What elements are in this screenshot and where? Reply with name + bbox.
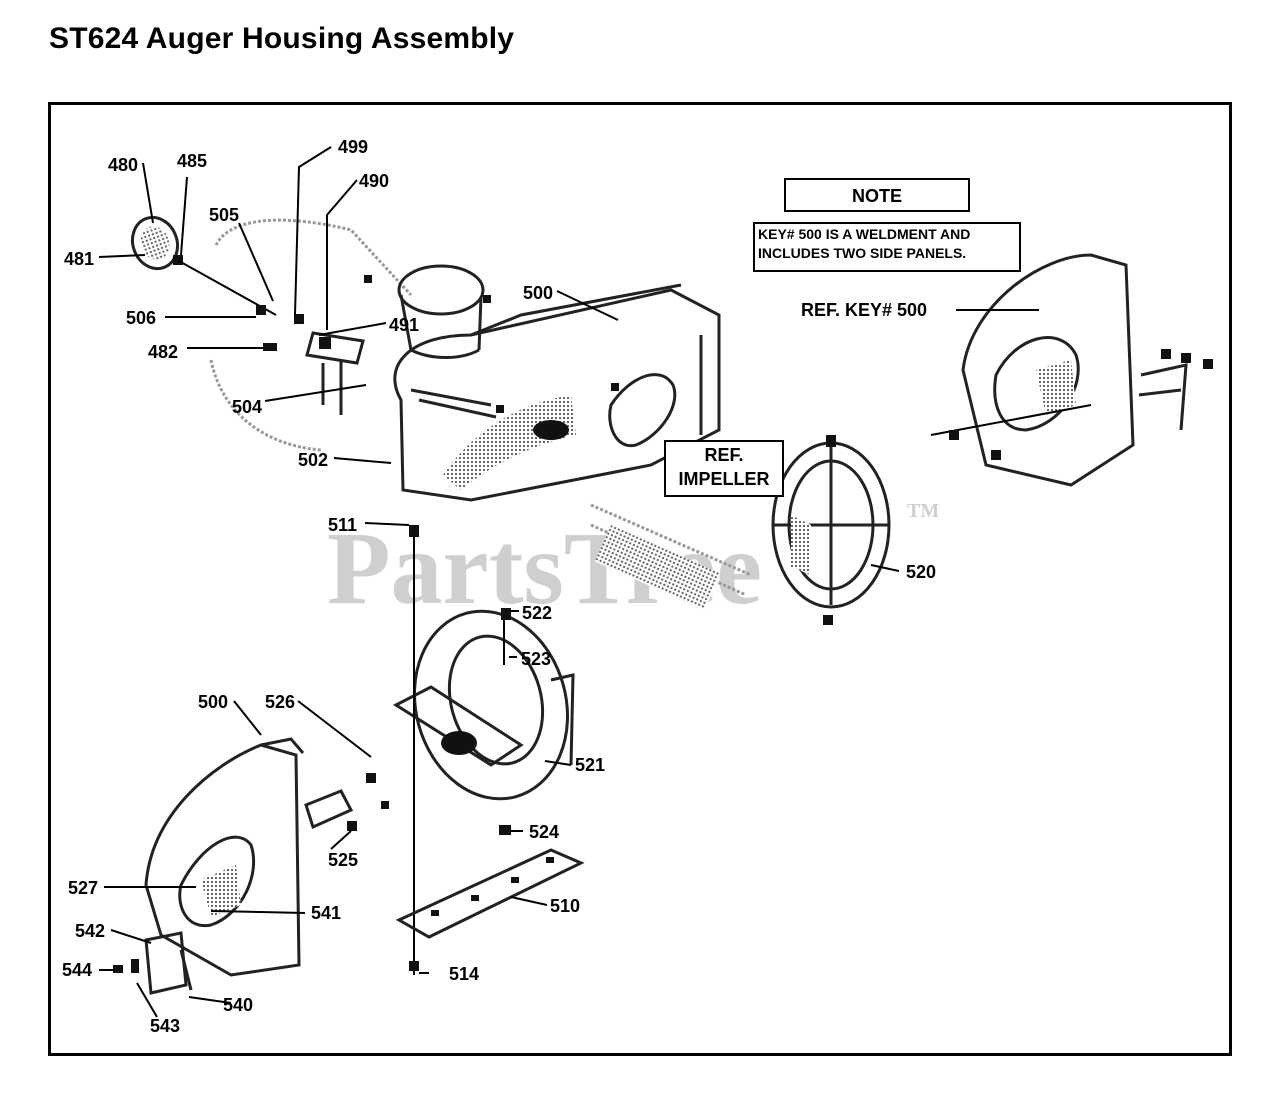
watermark-trademark: TM xyxy=(907,500,939,522)
note-box: NOTE KEY# 500 IS A WELDMENT AND INCLUDES… xyxy=(753,178,1021,272)
callout-481: 481 xyxy=(64,249,94,269)
callout-506: 506 xyxy=(126,308,156,328)
exploded-parts-diagram: PartsTree TM xyxy=(62,137,1213,1036)
callout-520: 520 xyxy=(906,562,936,582)
callout-491: 491 xyxy=(389,315,419,335)
callout-524: 524 xyxy=(529,822,559,842)
auger-housing xyxy=(393,283,721,502)
note-line-2: INCLUDES TWO SIDE PANELS. xyxy=(758,245,966,261)
diagram-frame: PartsTree TM xyxy=(48,102,1232,1056)
callout-500-top: 500 xyxy=(523,283,553,303)
right-side-panel xyxy=(930,253,1213,487)
callout-500-left: 500 xyxy=(198,692,228,712)
callout-525: 525 xyxy=(328,850,358,870)
callout-514: 514 xyxy=(449,964,479,984)
callout-505: 505 xyxy=(209,205,239,225)
ghost-handle-outline xyxy=(209,218,413,452)
callout-523: 523 xyxy=(521,649,551,669)
callout-527: 527 xyxy=(68,878,98,898)
callout-540: 540 xyxy=(223,995,253,1015)
callout-leaders xyxy=(98,146,1039,1018)
bolt-511 xyxy=(409,525,419,537)
callout-544: 544 xyxy=(62,960,92,980)
callout-542: 542 xyxy=(75,921,105,941)
shave-plate xyxy=(395,848,585,939)
callout-543: 543 xyxy=(150,1016,180,1036)
callout-482: 482 xyxy=(148,342,178,362)
callout-521: 521 xyxy=(575,755,605,775)
left-side-panel xyxy=(113,737,389,995)
callout-510: 510 xyxy=(550,896,580,916)
ref-impeller-line-1: REF. xyxy=(704,445,743,465)
crank-assembly xyxy=(130,215,365,415)
chute-ring xyxy=(364,264,491,359)
callout-526: 526 xyxy=(265,692,295,712)
impeller-ring xyxy=(771,435,891,625)
callout-490: 490 xyxy=(359,171,389,191)
nut-514 xyxy=(409,961,419,971)
callout-480: 480 xyxy=(108,155,138,175)
ref-impeller-box: REF. IMPELLER xyxy=(664,440,784,497)
callout-541: 541 xyxy=(311,903,341,923)
callout-522: 522 xyxy=(522,603,552,623)
note-heading: NOTE xyxy=(852,186,902,206)
callout-499: 499 xyxy=(338,137,368,157)
callout-485: 485 xyxy=(177,151,207,171)
diagram-title: ST624 Auger Housing Assembly xyxy=(49,22,515,55)
impeller-shaft xyxy=(590,503,752,611)
ref-key-500-label: REF. KEY# 500 xyxy=(801,300,927,320)
ref-impeller-line-2: IMPELLER xyxy=(678,469,769,489)
callout-502: 502 xyxy=(298,450,328,470)
gearbox-hub xyxy=(392,608,575,835)
callout-511: 511 xyxy=(328,515,357,535)
callout-504: 504 xyxy=(232,397,262,417)
note-line-1: KEY# 500 IS A WELDMENT AND xyxy=(758,226,970,242)
